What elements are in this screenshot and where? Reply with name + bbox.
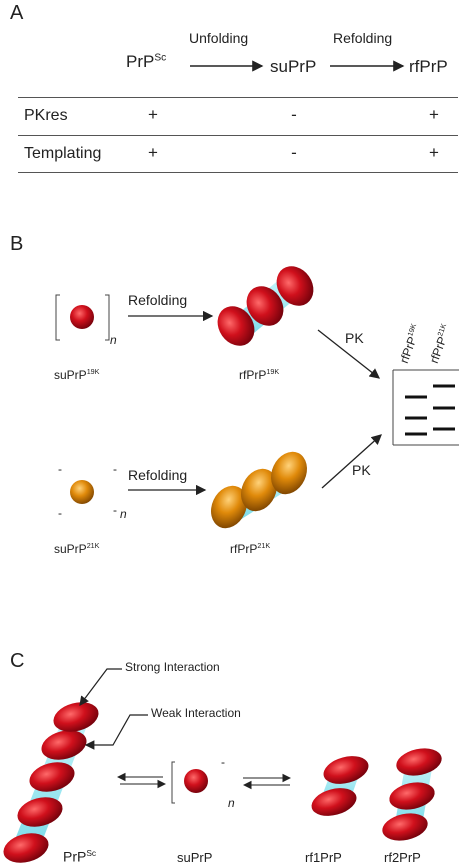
state-rfprp: rfPrP [409,57,448,76]
equilibrium-left [116,772,167,789]
su21-monomer [70,480,94,504]
pkres-prpsc: + [148,105,158,124]
rf21-label: rfPrP21K [230,541,270,556]
su19-monomer [70,305,94,329]
refolding-top-label: Refolding [128,292,188,308]
su19-subscript-n: n [110,333,117,347]
table-bottom-rule [18,172,458,173]
pkres-suprp: - [291,105,297,124]
rf19-sup: 19K [266,367,280,376]
pk-bottom-label: PK [352,462,371,478]
rf19-base: rfPrP [239,368,267,382]
rf1prp-label: rf1PrP [305,850,342,865]
suprp-bracket [171,761,175,804]
weak-interaction-pointer [84,714,148,750]
gel-bands [405,384,455,436]
su19-bracket [55,294,110,341]
prpsc-sup: Sc [86,848,97,858]
strong-interaction-pointer [79,668,122,706]
gel [392,369,459,446]
rf21-sup: 21K [257,541,271,550]
pk-arrow-bottom [321,434,382,489]
table-mid-rule [18,135,458,136]
strong-interaction-label: Strong Interaction [125,660,220,674]
suprp-monomer [184,769,208,793]
pk-arrow-top [317,329,381,379]
su21-minus-br: - [113,503,117,517]
refolding-bottom-label: Refolding [128,467,188,483]
table-top-rule [18,97,458,98]
weak-interaction-label: Weak Interaction [151,706,241,720]
rf19-label: rfPrP19K [239,367,279,382]
rf1prp-dimer [311,756,369,816]
su21-base: suPrP [54,542,87,556]
prpsc-fibril [3,702,99,863]
su21-minus-tl: - [58,462,62,476]
rf21-base: rfPrP [230,542,258,556]
templating-rfprp: + [429,143,439,162]
state-prpsc: PrPSc [126,52,166,72]
state-prpsc-base: PrP [126,52,155,71]
unfolding-label: Unfolding [189,30,249,46]
rf21-trimer [211,451,307,529]
panel-c-letter: C [10,650,25,672]
pkres-rfprp: + [429,105,439,124]
row-label-templating: Templating [24,145,102,162]
su19-sup: 19K [86,367,100,376]
su21-subscript-n: n [120,507,127,521]
su19-base: suPrP [54,368,87,382]
pk-top-label: PK [345,330,364,346]
templating-prpsc: + [148,143,158,162]
su21-minus-bl: - [58,506,62,520]
state-prpsc-sup: Sc [154,52,167,64]
su21-sup: 21K [86,541,100,550]
equilibrium-right [242,773,292,790]
templating-suprp: - [291,143,297,162]
prpsc-base: PrP [63,848,87,865]
rf2prp-trimer [382,748,442,841]
panel-b-letter: B [10,233,24,255]
rf19-trimer [217,266,314,346]
suprp-subscript-n: n [228,796,235,810]
row-label-pkres: PKres [24,107,68,124]
prpsc-label: PrPSc [63,848,96,865]
su19-label: suPrP19K [54,367,99,382]
suprp-label: suPrP [177,850,213,865]
su21-minus-tr: - [113,462,117,476]
su21-label: suPrP21K [54,541,99,556]
suprp-minus-right: - [221,755,225,769]
state-suprp: suPrP [270,57,317,76]
refolding-label: Refolding [333,30,393,46]
panel-a-letter: A [10,2,24,24]
rf2prp-label: rf2PrP [384,850,421,865]
